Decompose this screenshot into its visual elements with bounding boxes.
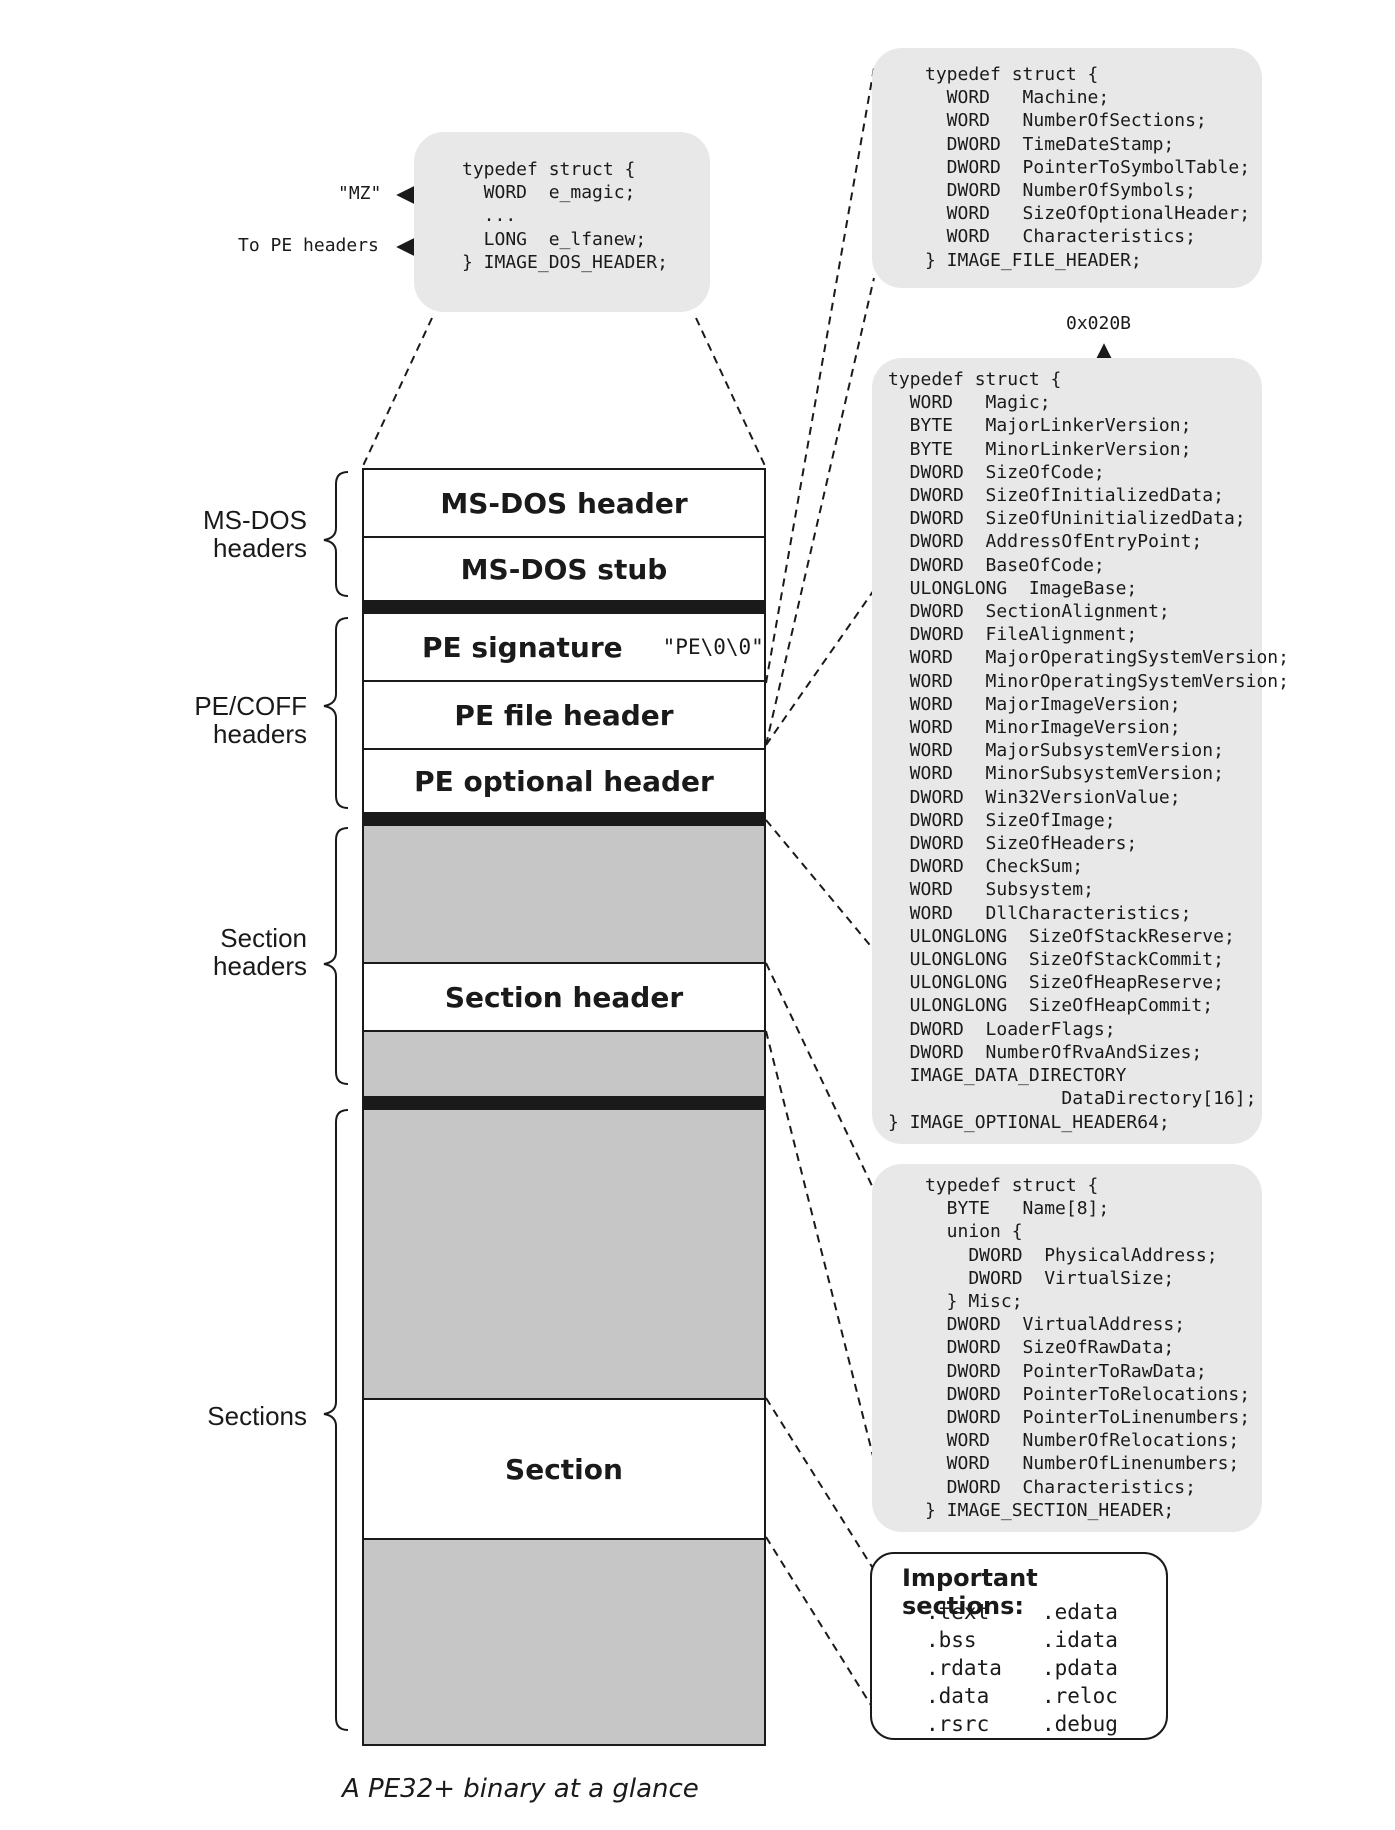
section-name-item: .text: [926, 1600, 990, 1624]
section-header-conn-bottom: [765, 1030, 875, 1461]
important-sections-right-column: .edata .idata .pdata .reloc .debug: [1042, 1600, 1118, 1740]
section-header-conn-top: [765, 962, 875, 1191]
section-name-item: .reloc: [1042, 1684, 1118, 1708]
pe-optional-header-block: PE optional header: [362, 748, 766, 814]
dos-zoom-left: [361, 317, 433, 469]
file-header-conn-bottom: [765, 277, 875, 746]
brace-section-headers: [323, 827, 349, 1085]
magic-value-annotation: 0x020B: [1066, 313, 1132, 334]
section-name-item: .pdata: [1042, 1656, 1118, 1680]
section-name-item: .data: [926, 1684, 990, 1708]
section-name-item: .idata: [1042, 1628, 1118, 1652]
section-block: Section: [362, 1398, 766, 1540]
section-label: Section: [505, 1452, 623, 1486]
optional-header-struct-code: typedef struct { WORD Magic; BYTE MajorL…: [888, 369, 1289, 1133]
pe-signature-label: PE signature: [422, 630, 623, 664]
section-name-item: .debug: [1042, 1712, 1118, 1736]
section-name-item: .rsrc: [926, 1712, 990, 1736]
mz-annotation: "MZ": [338, 183, 382, 204]
group-label-pecoff-headers: PE/COFF headers: [194, 691, 307, 749]
important-sections-title: Important sections:: [902, 1564, 1038, 1620]
section-name-item: .edata: [1042, 1600, 1118, 1624]
msdos-header-block: MS-DOS header: [362, 468, 766, 538]
brace-msdos: [323, 471, 349, 597]
important-sections-left-column: .text .bss .rdata .data .rsrc: [926, 1600, 1002, 1740]
section-name-item: .bss: [926, 1628, 977, 1652]
brace-pecoff: [323, 617, 349, 809]
pe-signature-value: "PE\0\0": [662, 635, 764, 659]
section-conn-top: [765, 1397, 875, 1571]
pe-signature-block: PE signature "PE\0\0": [362, 612, 766, 682]
msdos-header-label: MS-DOS header: [440, 486, 688, 520]
group-label-msdos-headers: MS-DOS headers: [203, 505, 307, 563]
section-header-struct-code: typedef struct { BYTE Name[8]; union { D…: [925, 1175, 1251, 1521]
sections-filler-block: [362, 1538, 766, 1746]
figure-caption: A PE32+ binary at a glance: [342, 1774, 699, 1804]
pe-optional-header-label: PE optional header: [414, 764, 714, 798]
lfanew-annotation: To PE headers: [238, 235, 379, 256]
section-header-block: Section header: [362, 962, 766, 1032]
optional-header-struct-box: [872, 358, 1262, 1144]
important-sections-box: Important sections: .text .bss .rdata .d…: [870, 1552, 1168, 1740]
file-header-struct-code: typedef struct { WORD Machine; WORD Numb…: [925, 64, 1251, 271]
pe-file-header-block: PE file header: [362, 680, 766, 750]
sections-filler-block: [362, 1108, 766, 1400]
group-label-sections: Sections: [207, 1401, 307, 1431]
section-header-filler-block: [362, 1030, 766, 1098]
dos-header-struct-box: [414, 132, 710, 312]
dos-zoom-right: [695, 317, 767, 469]
brace-sections: [323, 1109, 349, 1731]
separator-bar: [362, 602, 766, 614]
section-header-filler-block: [362, 824, 766, 964]
section-conn-bottom: [765, 1536, 875, 1711]
file-header-struct-box: [872, 48, 1262, 288]
group-braces: [323, 471, 349, 1731]
section-header-struct-box: [872, 1164, 1262, 1532]
dos-header-struct-code: typedef struct { WORD e_magic; ... LONG …: [462, 159, 668, 273]
file-header-conn-top: [765, 67, 875, 684]
section-name-item: .rdata: [926, 1656, 1002, 1680]
pe-file-header-label: PE file header: [454, 698, 674, 732]
optional-header-conn-top: [765, 589, 875, 746]
dashed-connectors: [361, 67, 875, 1711]
group-label-section-headers: Section headers: [213, 923, 307, 981]
optional-header-conn-bottom: [765, 819, 875, 951]
msdos-stub-block: MS-DOS stub: [362, 536, 766, 602]
separator-bar: [362, 814, 766, 826]
section-header-label: Section header: [444, 980, 684, 1014]
separator-bar: [362, 1098, 766, 1110]
msdos-stub-label: MS-DOS stub: [460, 552, 668, 586]
